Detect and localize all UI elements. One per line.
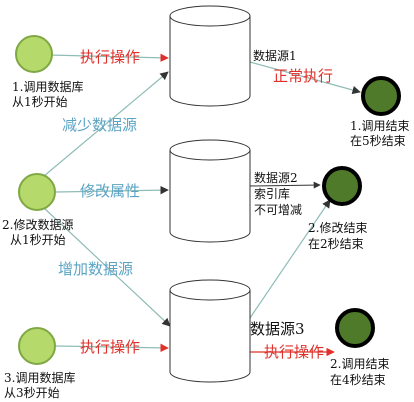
start-node-1-label-1: 1.调用数据库 <box>12 79 83 94</box>
start-node-1-label-2: 从1秒开始 <box>12 95 68 109</box>
start-node-3-label-1: 3.调用数据库 <box>4 370 75 385</box>
start-node-1 <box>15 35 53 73</box>
edge-label-execute-1: 执行操作 <box>80 48 140 66</box>
edge-label-add-source: 增加数据源 <box>58 260 133 278</box>
start-node-3 <box>18 327 56 365</box>
edge-start2-db3 <box>43 207 171 327</box>
end-node-3-label-1: 2.调用结束 <box>330 357 389 371</box>
end-node-2-label-1: 2.修改结束 <box>308 220 367 235</box>
data-source-3-label: 数据源3 <box>250 320 305 338</box>
data-source-1-label: 数据源1 <box>253 48 297 63</box>
start-node-3-label-2: 从3秒开始 <box>4 386 60 400</box>
start-node-2-label-2: 从1秒开始 <box>10 233 66 247</box>
start-node-2-label-1: 2.修改数据源 <box>2 217 73 232</box>
edge-db2-end2 <box>249 181 321 189</box>
end-node-1 <box>361 76 401 116</box>
edge-start2-db1 <box>43 71 169 177</box>
data-source-1 <box>169 5 251 107</box>
edge-label-modify-attr: 修改属性 <box>80 182 140 200</box>
edge-db3-end2 <box>249 199 331 319</box>
edge-label-reduce-source: 减少数据源 <box>62 116 137 134</box>
edge-start1-db1 <box>48 53 169 63</box>
end-node-2 <box>322 166 362 206</box>
data-source-2 <box>169 139 251 243</box>
edge-label-normal-execute: 正常执行 <box>273 67 333 85</box>
edge-db1-end1 <box>249 61 361 95</box>
end-node-3 <box>335 308 375 348</box>
start-node-2 <box>18 173 56 211</box>
end-node-2-label-2: 在2秒结束 <box>308 237 364 251</box>
end-node-1-label-2: 在5秒结束 <box>350 134 406 148</box>
end-node-3-label-2: 在4秒结束 <box>330 373 386 387</box>
edge-label-execute-3b: 执行操作 <box>264 343 324 361</box>
edge-start2-db2 <box>55 185 169 195</box>
edge-label-execute-3: 执行操作 <box>80 338 140 356</box>
end-node-1-label-1: 1.调用结束 <box>350 119 409 133</box>
data-source-3 <box>169 279 251 383</box>
data-source-2-label-2: 索引库 <box>254 186 290 201</box>
edge-start3-db3 <box>55 343 169 353</box>
data-source-2-label-3: 不可增减 <box>254 203 302 217</box>
data-source-2-label-1: 数据源2 <box>254 170 298 185</box>
